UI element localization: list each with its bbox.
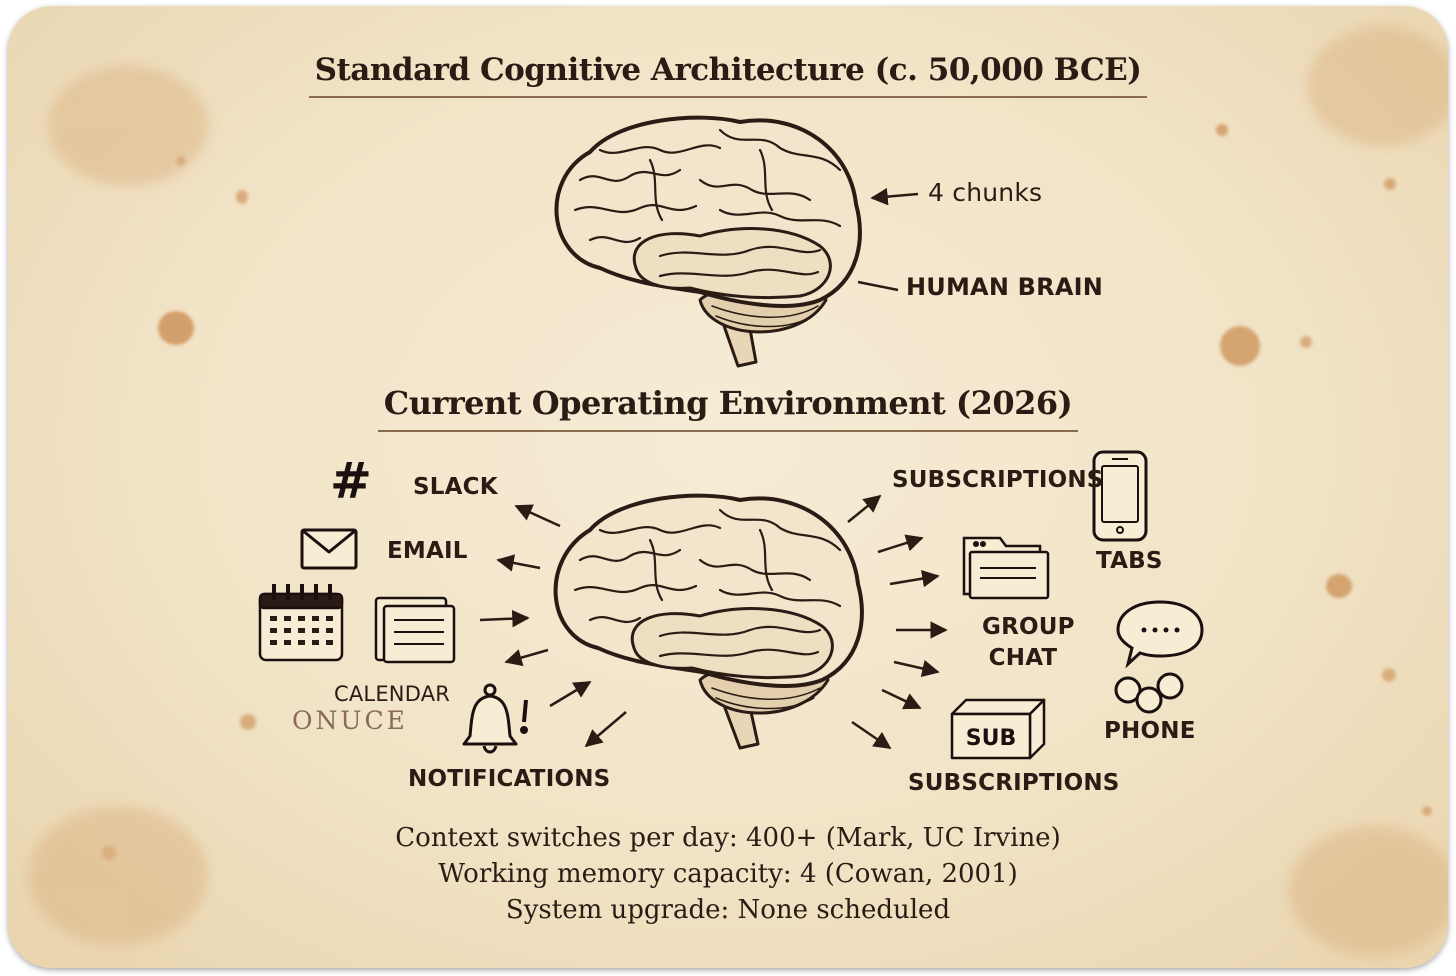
subscriptions-bottom-label: SUBSCRIPTIONS [908, 770, 1120, 796]
footer-line-system-upgrade: System upgrade: None scheduled [0, 892, 1456, 928]
capacity-label: 4 chunks [928, 178, 1042, 207]
arrow-notifications-out [586, 712, 626, 746]
footer-line-context-switches: Context switches per day: 400+ (Mark, UC… [0, 820, 1456, 856]
calendar-label: CALENDAR [334, 682, 450, 706]
phone-label: PHONE [1104, 718, 1196, 744]
arrow-slack [516, 506, 560, 526]
arrow-email [498, 560, 540, 568]
email-label: EMAIL [387, 538, 468, 564]
arrow-sub-box [882, 690, 920, 708]
arrow-folder-1 [878, 538, 922, 552]
arrow-calendar [506, 650, 548, 662]
calendar-icon [260, 584, 342, 660]
brain-label-line [858, 282, 898, 290]
smartphone-icon [1094, 452, 1146, 540]
human-brain-icon [556, 118, 859, 366]
arrow-subscriptions-bottom [852, 722, 890, 748]
arrow-group-chat-2 [894, 662, 938, 672]
human-brain-label: HUMAN BRAIN [906, 273, 1103, 301]
overloaded-brain-icon [556, 496, 862, 748]
arrow-in-docs [480, 618, 528, 620]
envelope-icon [302, 530, 356, 568]
group-chat-label-line1: GROUP [982, 614, 1064, 640]
group-chat-label-line2: CHAT [982, 645, 1064, 671]
hashtag-icon: # [330, 452, 372, 510]
folder-icon [964, 538, 1048, 598]
chat-bubble-icon [1118, 602, 1202, 664]
notifications-label: NOTIFICATIONS [408, 766, 610, 792]
sub-box-label: SUB [966, 726, 1016, 751]
capacity-arrow [872, 194, 918, 198]
footer-stats: Context switches per day: 400+ (Mark, UC… [0, 820, 1456, 928]
arrow-notifications-in [550, 682, 590, 706]
group-people-icon [1116, 674, 1182, 712]
arrow-folder-2 [890, 576, 938, 584]
subscriptions-top-label: SUBSCRIPTIONS [892, 467, 1104, 493]
calendar-logo: ONUCE [292, 706, 408, 735]
arrow-subscriptions-top [848, 496, 880, 522]
documents-icon [376, 598, 454, 662]
bell-icon [464, 685, 527, 752]
tabs-label: TABS [1096, 548, 1163, 574]
footer-line-working-memory: Working memory capacity: 4 (Cowan, 2001) [0, 856, 1456, 892]
slack-label: SLACK [413, 474, 498, 500]
